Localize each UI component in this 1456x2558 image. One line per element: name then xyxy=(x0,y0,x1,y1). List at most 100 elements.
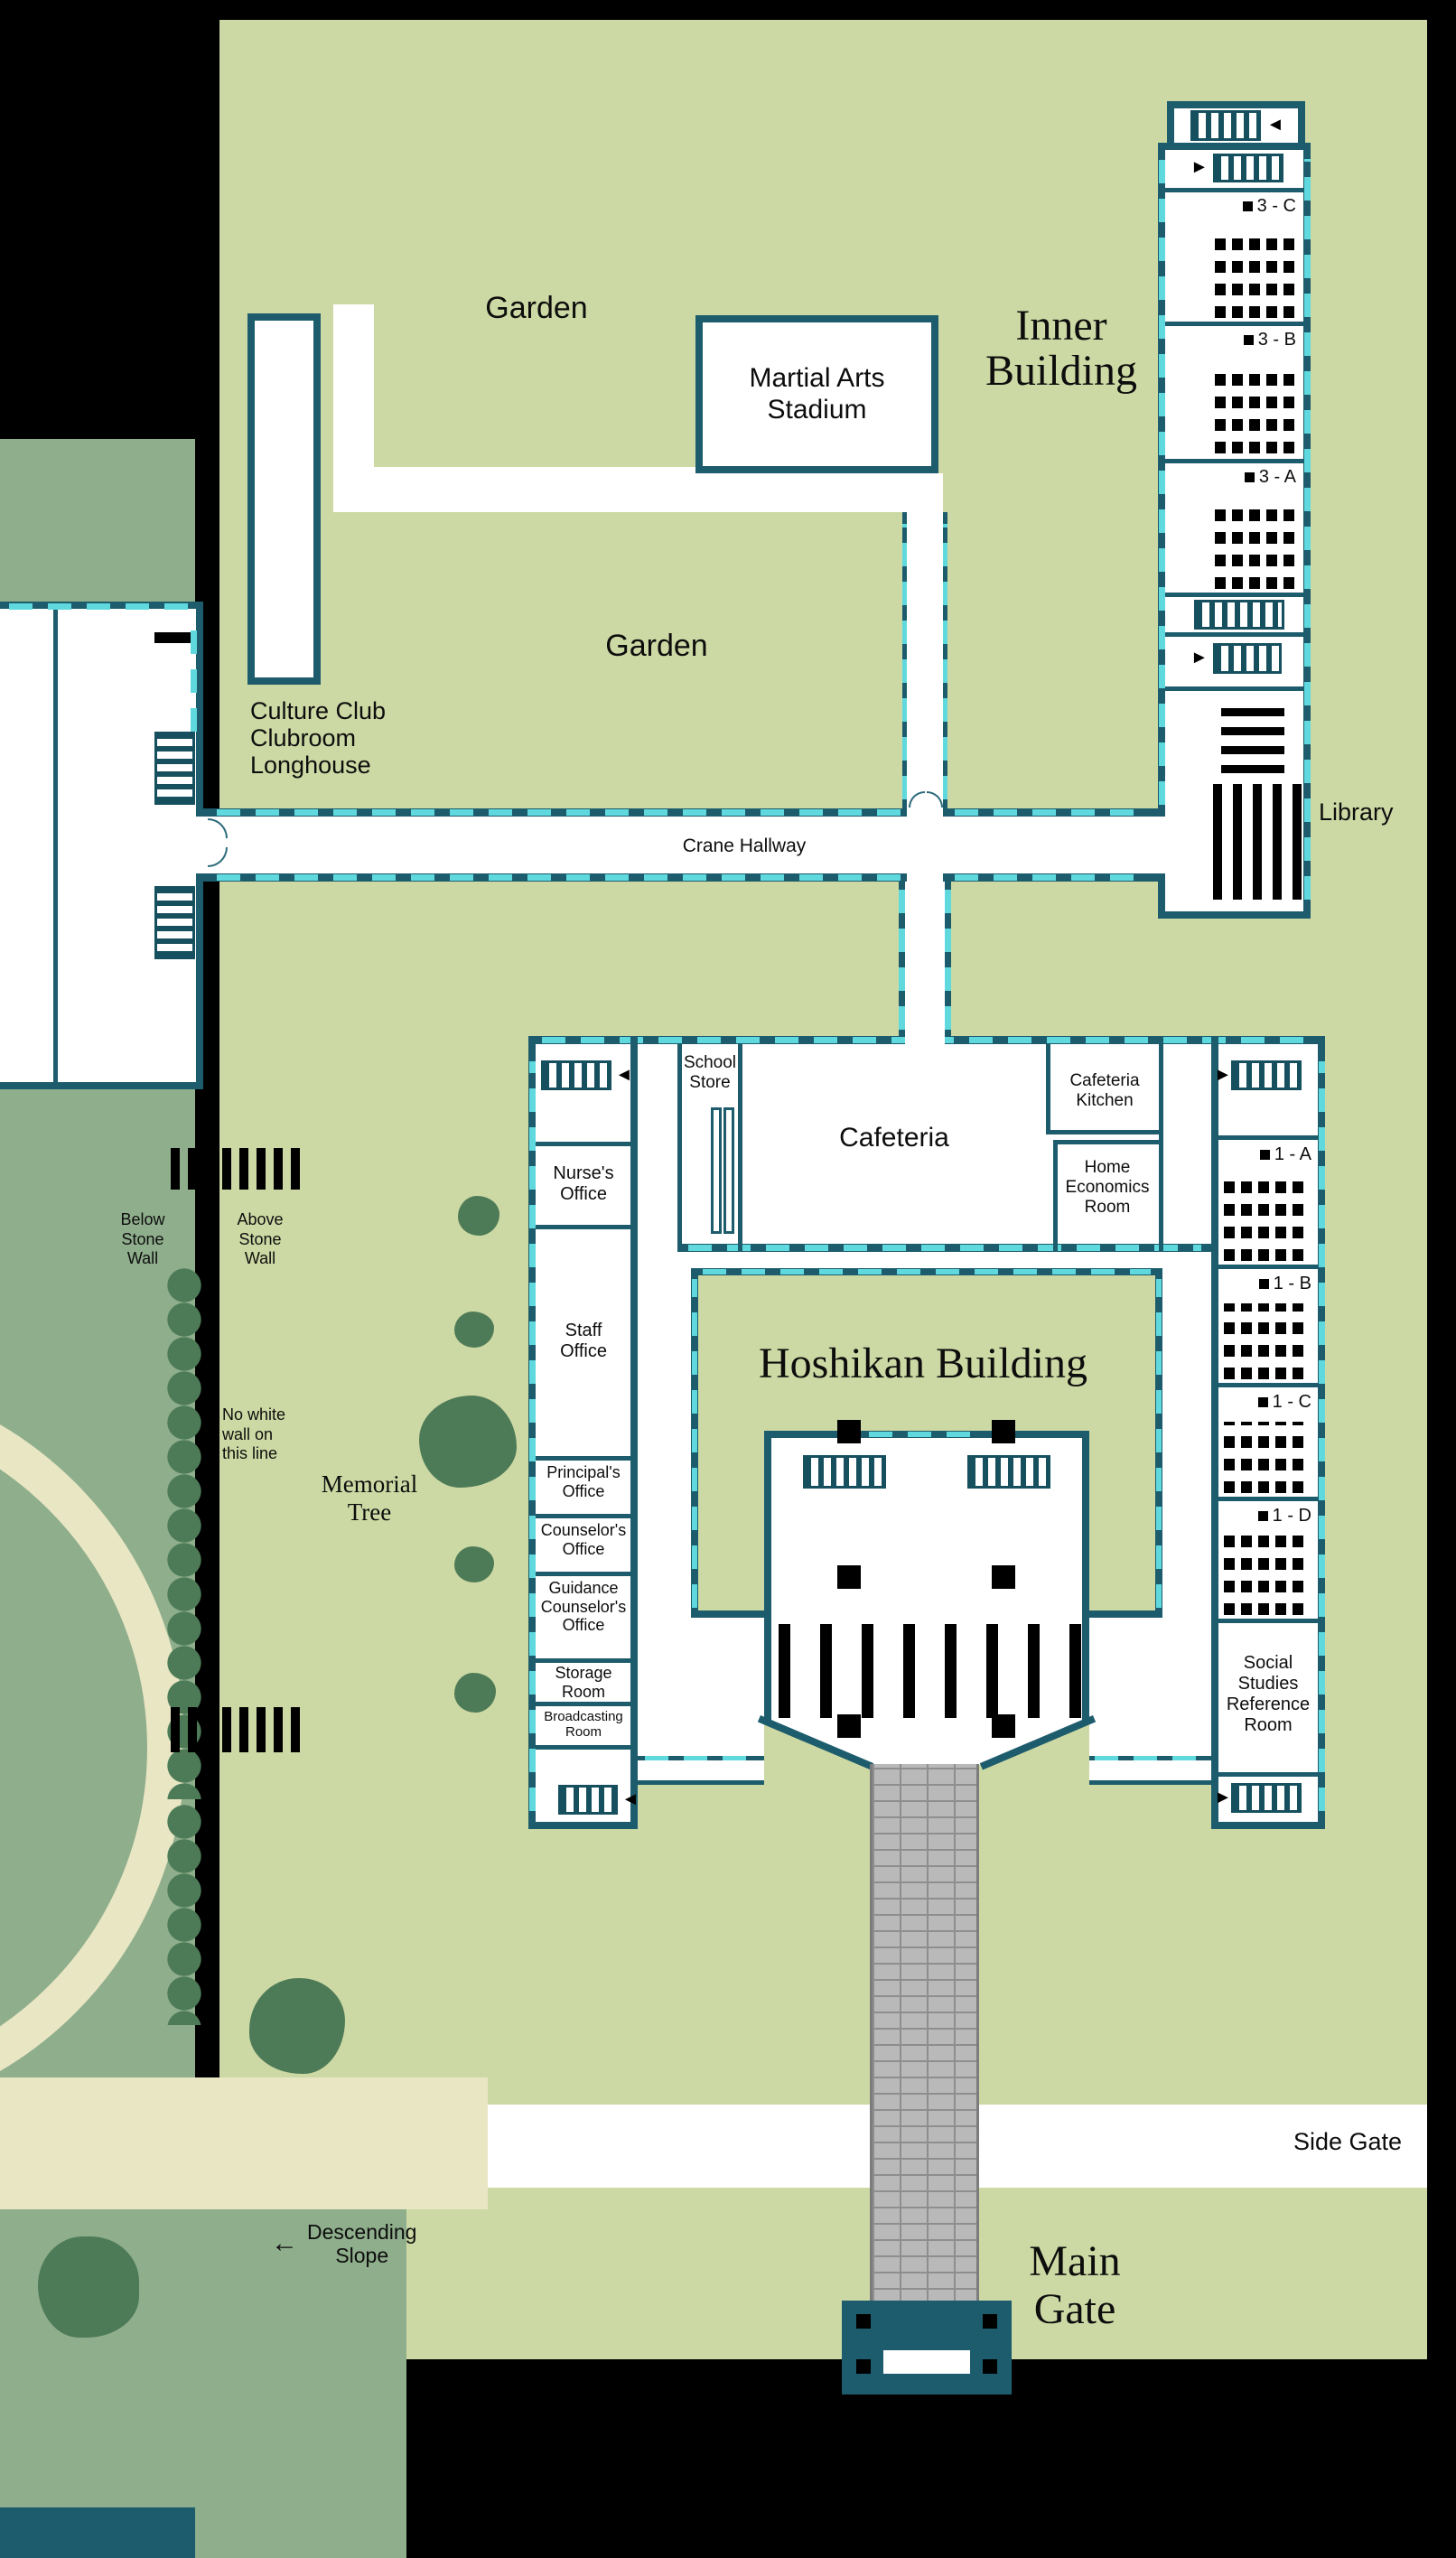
slope-path xyxy=(0,2077,488,2209)
stairs-icon xyxy=(1190,110,1261,141)
room-divider xyxy=(1165,593,1303,597)
class-marker-icon xyxy=(1258,1279,1269,1289)
stairs-icon xyxy=(1231,1060,1302,1090)
classroom-1b-label: 1 - B xyxy=(1221,1274,1311,1293)
arrow-left-icon: ◄ xyxy=(615,1065,633,1085)
inner-wall xyxy=(1158,911,1311,919)
class-marker-icon xyxy=(1243,335,1254,345)
inner-windows xyxy=(1159,159,1165,805)
inner-wall xyxy=(1158,143,1311,150)
stadium-path xyxy=(907,473,943,808)
class-marker-icon xyxy=(1242,201,1253,211)
hoshikan-wall xyxy=(1211,1036,1218,1829)
tree-icon xyxy=(458,1196,499,1236)
arrow-right-icon: ► xyxy=(1190,157,1209,177)
connector-windows xyxy=(945,890,951,1030)
martial-arts-stadium: Martial Arts Stadium xyxy=(695,315,938,473)
gate-post xyxy=(856,2314,871,2329)
room-divider xyxy=(1165,686,1303,691)
class-marker-icon xyxy=(1259,1150,1270,1160)
store-counter xyxy=(723,1107,734,1234)
room-divider xyxy=(536,1514,630,1518)
hallway-opening xyxy=(1158,817,1166,873)
arrow-right-icon: ► xyxy=(1214,1065,1232,1085)
inner-wall xyxy=(1167,101,1174,150)
room-divider xyxy=(536,1572,630,1576)
hallway-opening xyxy=(907,873,943,882)
gate-post xyxy=(983,2314,997,2329)
room-divider xyxy=(536,1658,630,1663)
library-shelves xyxy=(1221,701,1284,773)
classroom-1c-label: 1 - C xyxy=(1221,1393,1311,1411)
class-marker-icon xyxy=(1244,472,1255,482)
stadium-path-windows xyxy=(943,524,947,799)
west-building-windows xyxy=(191,623,197,732)
hoshikan-windows xyxy=(529,1061,536,1811)
garden-label-mid: Garden xyxy=(605,629,708,663)
inner-wall xyxy=(1298,101,1305,150)
crane-hallway-label: Crane Hallway xyxy=(682,836,807,856)
hoshikan-title: Hoshikan Building xyxy=(758,1340,1087,1387)
classroom-3a-label: 3 - A xyxy=(1206,468,1296,486)
room-divider xyxy=(1165,632,1303,637)
courtyard-windows xyxy=(692,1279,697,1608)
entrance-windows xyxy=(869,1432,985,1437)
hoshikan-left-wing xyxy=(528,1036,638,1829)
tree-icon xyxy=(249,1978,345,2074)
courtyard-windows xyxy=(703,1269,1151,1274)
room-divider xyxy=(1165,188,1303,192)
arrow-right-icon: ► xyxy=(1214,1788,1232,1807)
stairs-icon xyxy=(1213,154,1283,182)
corridor-wall xyxy=(1089,1780,1211,1785)
courtyard-wall xyxy=(691,1610,768,1618)
west-building-detail xyxy=(154,632,196,643)
classroom-3b-label: 3 - B xyxy=(1206,331,1296,349)
kitchen-wall xyxy=(1046,1044,1050,1134)
stairs-icon xyxy=(1231,1783,1302,1813)
arrow-right-icon: ► xyxy=(1190,648,1209,668)
corridor-windows xyxy=(1095,1756,1207,1760)
room-divider xyxy=(1165,459,1303,463)
stairs-icon xyxy=(1213,643,1282,674)
connector-windows xyxy=(899,890,905,1030)
library-label: Library xyxy=(1319,798,1394,826)
room-divider xyxy=(1218,1772,1318,1777)
room-divider xyxy=(536,1456,630,1461)
tree-icon xyxy=(454,1312,494,1348)
hallway-opening xyxy=(905,1036,945,1044)
room-divider xyxy=(536,1745,630,1750)
hoshikan-wall xyxy=(630,1036,638,1829)
culture-club-longhouse xyxy=(247,313,321,685)
room-divider xyxy=(536,1702,630,1706)
tree-icon xyxy=(454,1546,494,1582)
stone-wall xyxy=(171,1707,301,1752)
home-econ-wall xyxy=(1053,1140,1058,1252)
room-divider xyxy=(1218,1619,1318,1623)
crane-hallway xyxy=(203,817,1158,873)
shoe-lockers xyxy=(779,1624,1082,1718)
classroom-3a-desks xyxy=(1215,500,1298,589)
stairs-icon xyxy=(558,1785,618,1815)
courtyard-windows xyxy=(1156,1279,1162,1608)
corridor xyxy=(638,1252,1211,1268)
classroom-1b-desks xyxy=(1224,1303,1307,1379)
hedge-row xyxy=(165,1805,203,2025)
classroom-3c-desks xyxy=(1215,228,1298,318)
school-store-wall xyxy=(677,1044,682,1252)
stairs-icon xyxy=(1194,600,1284,630)
gate-post xyxy=(983,2359,997,2374)
memorial-tree-icon xyxy=(419,1396,517,1488)
arrow-left-icon: ◄ xyxy=(621,1789,639,1809)
room-divider xyxy=(536,1142,630,1146)
